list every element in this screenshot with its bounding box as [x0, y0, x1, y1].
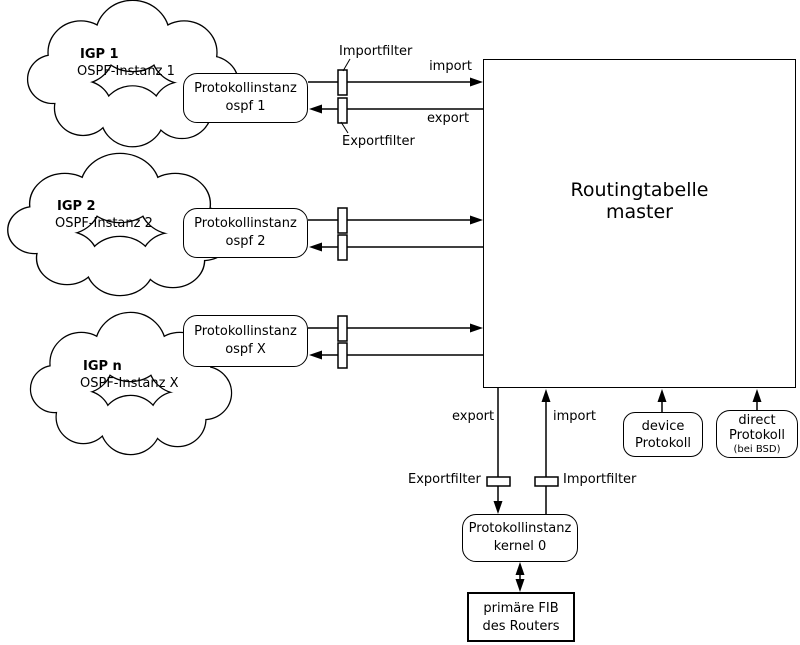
protocol-instance-title: Protokollinstanz — [194, 81, 297, 96]
ospf1-import-filter-marker — [337, 69, 348, 96]
kernel-import-filter-marker — [534, 476, 559, 487]
protocol-instance-subtitle: ospf X — [225, 342, 266, 357]
fib-line1: primäre FIB — [483, 601, 559, 616]
exportfilter-bottom-label: Exportfilter — [408, 472, 481, 487]
direct-protocol-box: direct Protokoll (bei BSD) — [716, 410, 798, 458]
routing-table-title-line2: master — [605, 201, 673, 223]
cloud-igp1-instance: OSPF-Instanz 1 — [77, 64, 175, 79]
import-top-label: import — [429, 59, 472, 74]
ospf1-export-filter-marker — [337, 97, 348, 124]
direct-protocol-line1: direct — [738, 413, 776, 428]
ospfX-export-filter-marker — [337, 342, 348, 369]
protocol-instance-ospf1-box: Protokollinstanz ospf 1 — [183, 73, 308, 123]
protocol-instance-ospfX-box: Protokollinstanz ospf X — [183, 315, 308, 367]
direct-arrowhead — [752, 389, 762, 402]
ospf2-export-filter-marker — [337, 234, 348, 261]
importfilter-top-label: Importfilter — [339, 44, 413, 59]
protocol-instance-ospf2-box: Protokollinstanz ospf 2 — [183, 208, 308, 258]
cloud-igp2-instance: OSPF-Instanz 2 — [55, 216, 153, 231]
routing-table-title-line1: Routingtabelle — [570, 179, 709, 201]
routing-table-master-box — [483, 59, 796, 388]
fib-line2: des Routers — [482, 619, 560, 634]
kernel-fib-arrowhead-down — [515, 579, 525, 592]
ospf2-export-arrowhead — [309, 242, 322, 252]
device-arrowhead — [657, 389, 667, 402]
ospf2-import-arrowhead — [470, 215, 483, 225]
kernel-import-arrowhead — [541, 389, 551, 402]
ospf2-import-filter-marker — [337, 207, 348, 234]
importfilter-bottom-label: Importfilter — [563, 472, 637, 487]
cloud-igp1-name: IGP 1 — [80, 47, 119, 62]
protocol-instance-subtitle: ospf 1 — [225, 99, 266, 114]
ospfX-export-arrowhead — [309, 350, 322, 360]
cloud-igpn-name: IGP n — [83, 359, 122, 374]
exportfilter-top-label: Exportfilter — [342, 134, 415, 149]
exportfilter-callout-line — [340, 121, 349, 134]
ospfX-import-arrowhead — [470, 323, 483, 333]
device-protocol-line2: Protokoll — [635, 436, 691, 451]
fib-box: primäre FIB des Routers — [467, 592, 575, 642]
import-bottom-label: import — [553, 409, 596, 424]
cloud-igp-1 — [26, 0, 240, 148]
protocol-instance-title: Protokollinstanz — [194, 216, 297, 231]
kernel-instance-subtitle: kernel 0 — [493, 539, 547, 554]
ospf1-export-arrowhead — [309, 104, 322, 114]
routing-table-title: Routingtabelle master — [483, 179, 796, 223]
kernel-export-filter-marker — [486, 476, 511, 487]
direct-protocol-note: (bei BSD) — [733, 444, 781, 455]
kernel-instance-title: Protokollinstanz — [468, 521, 572, 536]
device-protocol-box: device Protokoll — [623, 412, 703, 457]
device-protocol-line1: device — [641, 419, 685, 434]
kernel-export-arrowhead — [493, 501, 503, 514]
protocol-instance-title: Protokollinstanz — [194, 324, 297, 339]
protocol-instance-subtitle: ospf 2 — [225, 234, 266, 249]
export-top-label: export — [427, 111, 470, 126]
direct-protocol-line2: Protokoll — [729, 428, 785, 443]
cloud-igp-n — [29, 311, 233, 456]
cloud-igp2-name: IGP 2 — [57, 199, 96, 214]
ospfX-import-filter-marker — [337, 315, 348, 342]
export-bottom-label: export — [452, 409, 495, 424]
ospf1-import-arrowhead — [470, 77, 483, 87]
kernel-fib-arrowhead-up — [515, 562, 525, 575]
importfilter-callout-line — [342, 58, 351, 72]
cloud-igpn-instance: OSPF-Instanz X — [80, 376, 179, 391]
kernel-instance-box: Protokollinstanz kernel 0 — [462, 514, 578, 562]
